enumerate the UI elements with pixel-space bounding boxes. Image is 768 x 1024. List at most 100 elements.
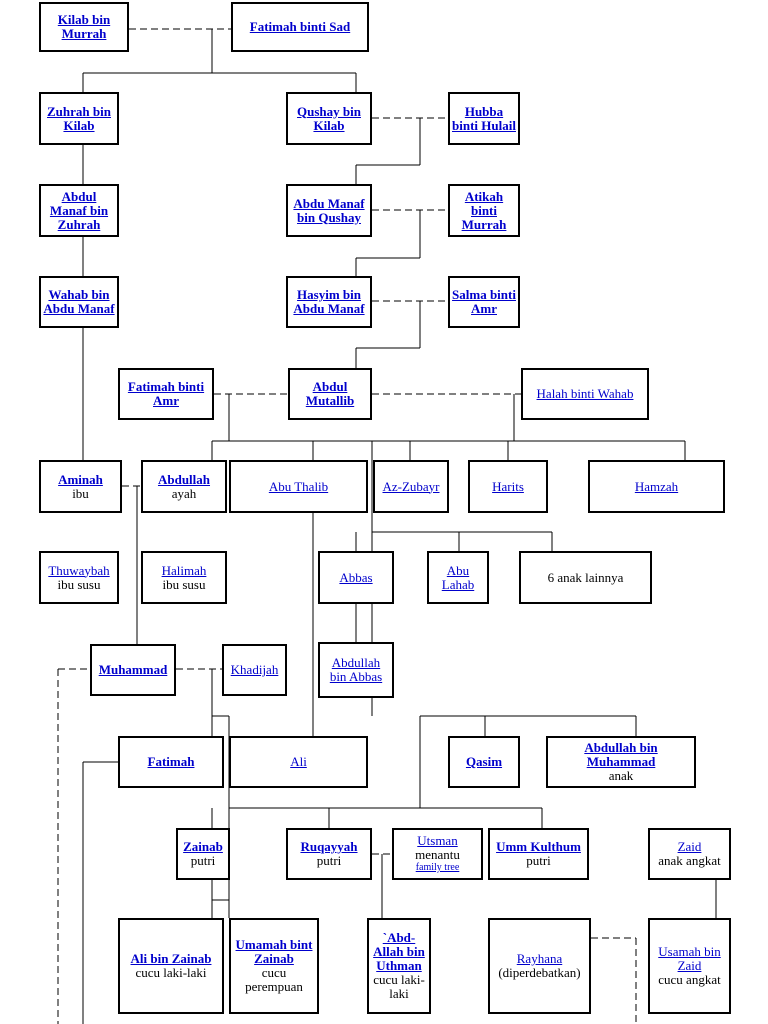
- person-usamah-bin-zaid: Usamah bin Zaid cucu angkat: [648, 918, 731, 1014]
- person-name-link[interactable]: Fatimah binti Sad: [249, 19, 351, 34]
- person-name-link[interactable]: Ali bin Zainab: [130, 951, 212, 966]
- person-abdu-manaf-bin-qushay: Abdu Manaf bin Qushay: [286, 184, 372, 237]
- person-name-link[interactable]: Muhammad: [98, 662, 168, 677]
- person-kilab-bin-murrah: Kilab bin Murrah: [39, 2, 129, 52]
- person-umm-kulthum: Umm Kulthum putri: [488, 828, 589, 880]
- person-zaid: Zaid anak angkat: [648, 828, 731, 880]
- person-name-link[interactable]: Utsman: [417, 833, 458, 848]
- person-name-link[interactable]: Hubba binti Hulail: [452, 103, 516, 133]
- person-harits: Harits: [468, 460, 548, 513]
- person-umamah-bint-zainab: Umamah bint Zainab cucu perempuan: [229, 918, 319, 1014]
- person-hamzah: Hamzah: [588, 460, 725, 513]
- person-name-link[interactable]: Fatimah: [147, 754, 195, 769]
- person-name-link[interactable]: Rayhana: [516, 951, 563, 966]
- person-ruqayyah: Ruqayyah putri: [286, 828, 372, 880]
- person-name-link[interactable]: Az-Zubayr: [382, 478, 440, 494]
- person-name-link[interactable]: Halimah: [161, 562, 207, 578]
- person-rayhana: Rayhana (diperdebatkan): [488, 918, 591, 1014]
- person-thuwaybah: Thuwaybah ibu susu: [39, 551, 119, 604]
- person-abdul-manaf-bin-zuhrah: Abdul Manaf bin Zuhrah: [39, 184, 119, 237]
- person-qushay-bin-kilab: Qushay bin Kilab: [286, 92, 372, 145]
- person-name-link[interactable]: Wahab bin Abdu Manaf: [43, 287, 115, 316]
- person-name-link[interactable]: Hasyim bin Abdu Manaf: [293, 287, 365, 316]
- person-atikah-binti-murrah: Atikah binti Murrah: [448, 184, 520, 237]
- person-role: putri: [190, 853, 216, 868]
- person-role: putri: [316, 853, 342, 868]
- person-role: ibu: [72, 485, 89, 501]
- person-abdullah-bin-abbas: Abdullah bin Abbas: [318, 642, 394, 698]
- box-6-anak-lainnya: 6 anak lainnya: [519, 551, 652, 604]
- person-name-link[interactable]: Thuwaybah: [48, 562, 110, 578]
- person-name-link[interactable]: Abu Thalib: [268, 478, 329, 494]
- person-utsman: Utsman menantu family tree: [392, 828, 483, 880]
- family-tree-link[interactable]: family tree: [415, 862, 460, 873]
- person-qasim: Qasim: [448, 736, 520, 788]
- person-name-link[interactable]: Ruqayyah: [300, 839, 358, 854]
- person-zuhrah-bin-kilab: Zuhrah bin Kilab: [39, 92, 119, 145]
- person-wahab-bin-abdu-manaf: Wahab bin Abdu Manaf: [39, 276, 119, 328]
- person-name-link[interactable]: Qushay bin Kilab: [297, 103, 361, 133]
- person-role: ibu susu: [57, 576, 101, 592]
- person-khadijah: Khadijah: [222, 644, 287, 696]
- person-role: putri: [526, 853, 551, 868]
- person-name-link[interactable]: Khadijah: [230, 662, 279, 677]
- person-abu-thalib: Abu Thalib: [229, 460, 368, 513]
- person-abbas: Abbas: [318, 551, 394, 604]
- person-name-link[interactable]: Harits: [492, 478, 524, 494]
- person-aminah: Aminah ibu: [39, 460, 122, 513]
- person-zainab: Zainab putri: [176, 828, 230, 880]
- person-fatimah-binti-amr: Fatimah binti Amr: [118, 368, 214, 420]
- person-name-link[interactable]: Salma binti Amr: [452, 287, 516, 316]
- person-halah-binti-wahab: Halah binti Wahab: [521, 368, 649, 420]
- person-name-link[interactable]: Fatimah binti Amr: [127, 379, 205, 408]
- person-ali: Ali: [229, 736, 368, 788]
- person-name-link[interactable]: Zuhrah bin Kilab: [47, 103, 111, 133]
- person-name-link[interactable]: Usamah bin Zaid: [658, 944, 721, 973]
- person-name-link[interactable]: Halah binti Wahab: [536, 386, 634, 401]
- person-name-link[interactable]: Abdul Mutallib: [305, 379, 355, 408]
- person-abdullah-bin-muhammad: Abdullah bin Muhammad anak: [546, 736, 696, 788]
- person-role: menantu: [415, 847, 460, 862]
- person-abd-allah-bin-uthman: `Abd-Allah bin Uthman cucu laki-laki: [367, 918, 431, 1014]
- person-name-link[interactable]: Abbas: [339, 569, 373, 585]
- person-name-link[interactable]: Abdu Manaf bin Qushay: [293, 195, 365, 225]
- person-name-link[interactable]: Hamzah: [634, 478, 679, 494]
- person-role: cucu angkat: [658, 972, 721, 987]
- person-name-link[interactable]: `Abd-Allah bin Uthman: [373, 930, 425, 973]
- person-role: anak: [608, 768, 634, 783]
- person-abdullah: Abdullah ayah: [141, 460, 227, 513]
- person-name-link[interactable]: Abu Lahab: [441, 562, 475, 592]
- person-halimah: Halimah ibu susu: [141, 551, 227, 604]
- person-name-link[interactable]: Abdullah: [157, 471, 211, 487]
- person-role: anak angkat: [658, 853, 721, 868]
- person-hasyim-bin-abdu-manaf: Hasyim bin Abdu Manaf: [286, 276, 372, 328]
- person-salma-binti-amr: Salma binti Amr: [448, 276, 520, 328]
- person-role: ibu susu: [162, 576, 206, 592]
- person-role: (diperdebatkan): [498, 965, 581, 980]
- person-name-link[interactable]: Umamah bint Zainab: [235, 937, 313, 966]
- person-name-link[interactable]: Atikah binti Murrah: [461, 188, 507, 232]
- person-fatimah-binti-sad: Fatimah binti Sad: [231, 2, 369, 52]
- person-fatimah: Fatimah: [118, 736, 224, 788]
- person-muhammad: Muhammad: [90, 644, 176, 696]
- person-name-link[interactable]: Kilab bin Murrah: [57, 12, 111, 41]
- person-name-link[interactable]: Zaid: [677, 839, 702, 854]
- person-az-zubayr: Az-Zubayr: [373, 460, 449, 513]
- person-hubba-binti-hulail: Hubba binti Hulail: [448, 92, 520, 145]
- person-name-link[interactable]: Ali: [290, 754, 307, 769]
- person-name-link[interactable]: Aminah: [58, 471, 103, 487]
- person-name-link[interactable]: Qasim: [465, 754, 503, 769]
- person-role: ayah: [171, 485, 197, 501]
- person-abu-lahab: Abu Lahab: [427, 551, 489, 604]
- person-name-link[interactable]: Umm Kulthum: [496, 839, 581, 854]
- person-role: cucu perempuan: [245, 965, 303, 994]
- person-name-link[interactable]: Abdullah bin Muhammad: [584, 740, 658, 769]
- person-name-link[interactable]: Zainab: [183, 839, 223, 854]
- other-children-text: 6 anak lainnya: [547, 569, 624, 585]
- person-role: cucu laki-laki: [135, 965, 207, 980]
- person-ali-bin-zainab: Ali bin Zainab cucu laki-laki: [118, 918, 224, 1014]
- person-name-link[interactable]: Abdul Manaf bin Zuhrah: [49, 188, 109, 232]
- person-role: cucu laki-laki: [373, 972, 425, 1001]
- person-name-link[interactable]: Abdullah bin Abbas: [329, 655, 383, 684]
